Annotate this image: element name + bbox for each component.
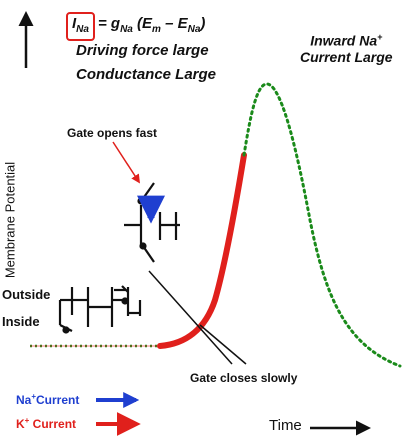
current-symbol: I — [72, 15, 77, 32]
action-potential-dotted — [242, 82, 402, 368]
current-subscript: Na — [76, 24, 89, 35]
equation-open-paren: (E — [132, 15, 153, 32]
equation-close-paren: ) — [200, 15, 206, 32]
legend-na-suffix: Current — [36, 393, 80, 407]
driving-force-label: Driving force large — [76, 42, 209, 59]
conductance-equation: INa= gNa (Em – ENa) — [66, 12, 205, 41]
em-subscript: m — [152, 24, 161, 35]
gate-closes-pointer-gate — [148, 270, 233, 365]
legend-k-text: K — [16, 417, 25, 431]
inward-line1: Inward Na — [310, 32, 378, 49]
conductance-subscript: Na — [120, 24, 133, 35]
gate-channel-icon — [124, 182, 180, 263]
x-axis-label: Time — [269, 417, 302, 434]
legend-na-label: Na+Current — [16, 392, 79, 407]
rising-phase-red — [157, 152, 247, 349]
conductance-label: Conductance Large — [76, 66, 217, 83]
outside-label: Outside — [2, 287, 51, 302]
legend-k-label: K+ Current — [16, 416, 76, 431]
gate-closes-label: Gate closes slowly — [190, 371, 298, 385]
legend-na-text: Na — [16, 393, 32, 407]
legend-k-sup: + — [24, 416, 30, 425]
gate-opens-pointer — [112, 141, 140, 184]
gate-opens-label: Gate opens fast — [67, 126, 158, 140]
current-highlight-box: INa — [66, 12, 95, 41]
legend-na-sup: + — [31, 392, 37, 401]
inward-superscript: + — [377, 32, 383, 42]
y-axis-label: Membrane Potential — [2, 161, 18, 279]
gate-closes-pointer-curve — [199, 324, 247, 365]
inward-current-label: Inward Na+ Current Large — [300, 32, 393, 65]
ena-subscript: Na — [187, 24, 201, 35]
inside-label: Inside — [2, 314, 40, 329]
inward-line2: Current Large — [300, 48, 393, 65]
equation-minus-term: – E — [160, 15, 188, 32]
membrane-channel-diagram — [58, 285, 142, 334]
legend-k-suffix: Current — [29, 417, 77, 431]
conductance-term: = g — [97, 15, 121, 32]
